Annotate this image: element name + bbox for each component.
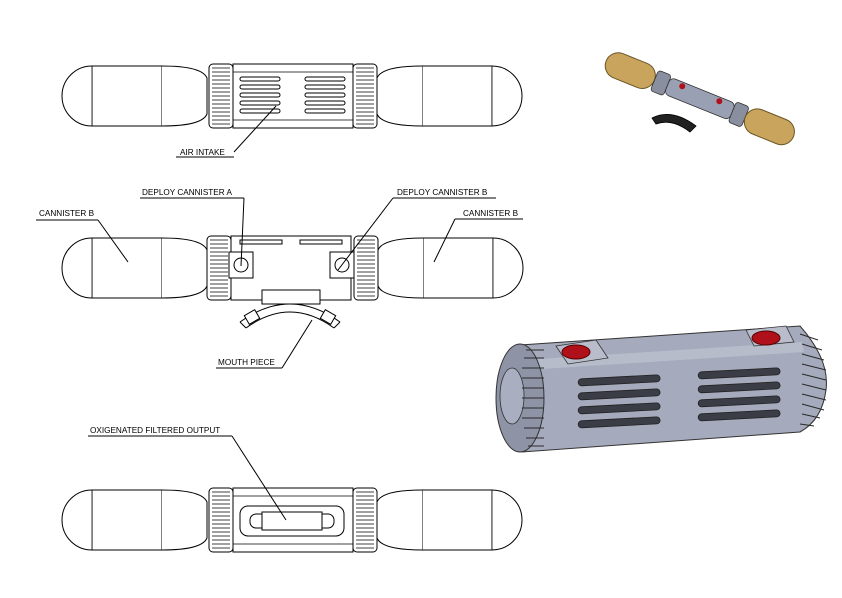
label-mouth-piece: MOUTH PIECE xyxy=(218,358,275,367)
view-deploy: DEPLOY CANNISTER A DEPLOY CANNISTER B CA… xyxy=(36,188,524,369)
view-air-intake: AIR INTAKE xyxy=(61,63,523,158)
label-deploy-a: DEPLOY CANNISTER A xyxy=(142,188,232,197)
label-cannister-left: CANNISTER B xyxy=(39,209,95,218)
red-button-a-icon xyxy=(561,344,591,360)
label-deploy-b: DEPLOY CANNISTER B xyxy=(397,188,488,197)
label-air-intake: AIR INTAKE xyxy=(180,148,225,157)
label-cannister-right: CANNISTER B xyxy=(463,209,519,218)
mouth-piece xyxy=(239,289,341,329)
render-large xyxy=(495,325,827,453)
label-output: OXIGENATED FILTERED OUTPUT xyxy=(90,426,220,435)
filter-cartridge xyxy=(261,511,323,531)
render-small xyxy=(604,52,795,146)
red-button-b-icon xyxy=(751,330,781,346)
view-output: OXIGENATED FILTERED OUTPUT xyxy=(61,426,523,553)
